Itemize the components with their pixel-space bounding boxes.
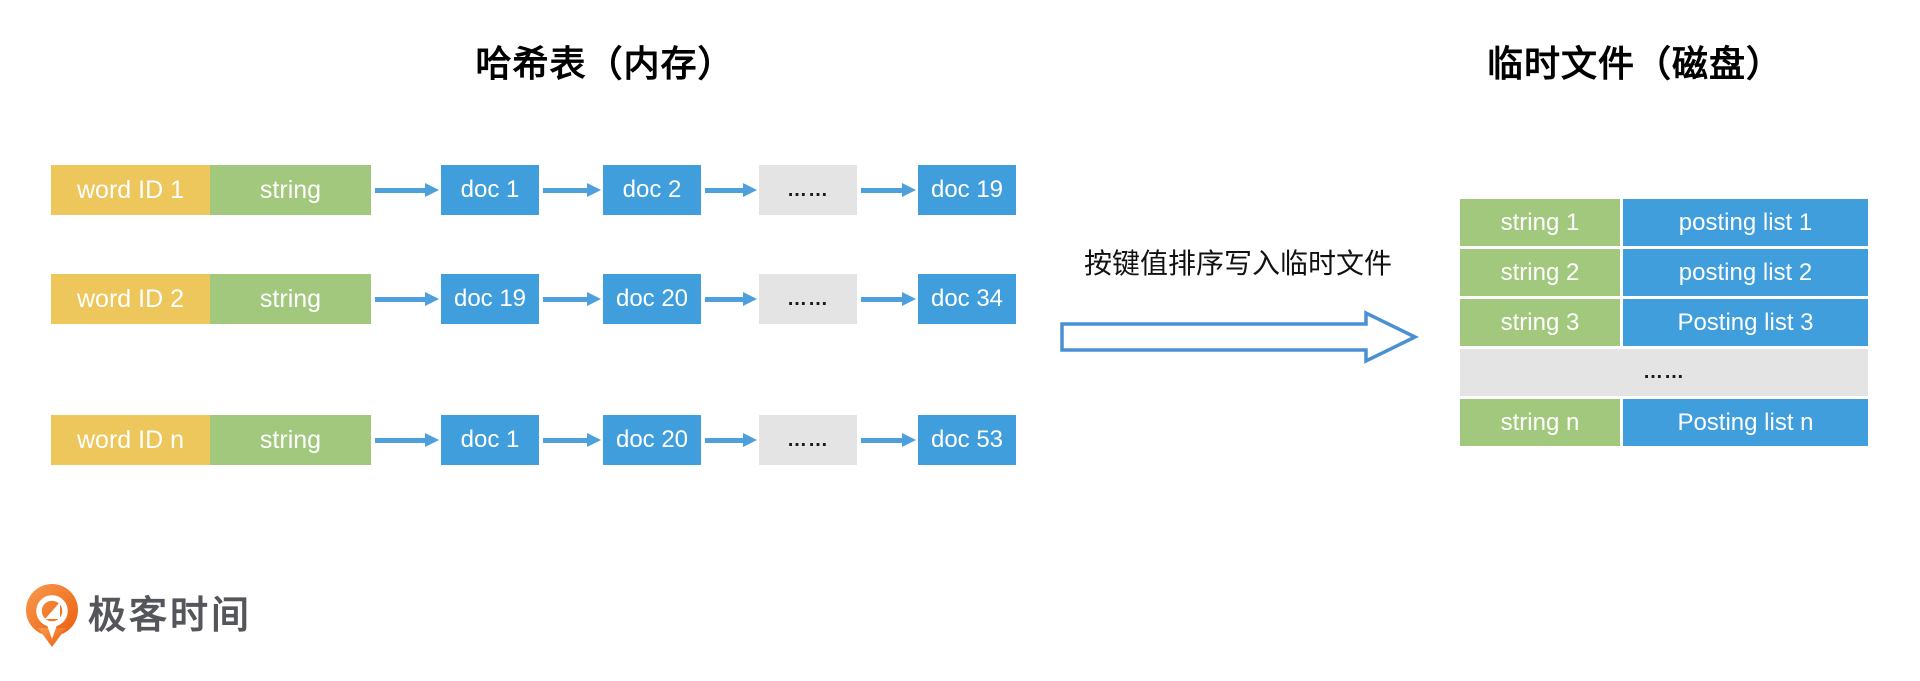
- table-row: string n Posting list n: [1460, 399, 1868, 446]
- geektime-logo: 极客时间: [25, 584, 252, 648]
- hash-row-2: word ID 2 string doc 19 doc 20 …… doc 34: [51, 274, 1017, 324]
- word-id-cell: word ID n: [51, 415, 210, 465]
- table-row: string 3 Posting list 3: [1460, 299, 1868, 346]
- hash-row-n: word ID n string doc 1 doc 20 …… doc 53: [51, 415, 1017, 465]
- transfer-arrow-icon: [1060, 310, 1419, 364]
- link-arrow-icon: [375, 292, 439, 306]
- link-arrow-icon: [375, 433, 439, 447]
- string-cell: string: [210, 415, 371, 465]
- link-arrow-icon: [861, 433, 916, 447]
- string-key-cell: string 2: [1460, 249, 1620, 296]
- doc-node: doc 19: [441, 274, 539, 324]
- link-arrow-icon: [705, 433, 757, 447]
- link-arrow-icon: [861, 183, 916, 197]
- string-key-cell: string n: [1460, 399, 1620, 446]
- string-key-cell: string 3: [1460, 299, 1620, 346]
- string-cell: string: [210, 274, 371, 324]
- table-ellipsis-row: ……: [1460, 349, 1868, 396]
- ellipsis-node: ……: [759, 415, 857, 465]
- hash-row-1: word ID 1 string doc 1 doc 2 …… doc 19: [51, 165, 1017, 215]
- doc-node: doc 2: [603, 165, 701, 215]
- string-key-cell: string 1: [1460, 199, 1620, 246]
- posting-list-cell: Posting list 3: [1623, 299, 1868, 346]
- posting-list-cell: posting list 2: [1623, 249, 1868, 296]
- geektime-pin-icon: [26, 584, 78, 647]
- link-arrow-icon: [705, 292, 757, 306]
- doc-node: doc 19: [918, 165, 1016, 215]
- doc-node: doc 1: [441, 415, 539, 465]
- word-id-cell: word ID 1: [51, 165, 210, 215]
- word-id-cell: word ID 2: [51, 274, 210, 324]
- ellipsis-node: ……: [759, 165, 857, 215]
- logo-text: 极客时间: [88, 595, 253, 637]
- link-arrow-icon: [861, 292, 916, 306]
- temp-file-table: string 1 posting list 1 string 2 posting…: [1460, 199, 1868, 446]
- link-arrow-icon: [543, 183, 601, 197]
- posting-list-cell: posting list 1: [1623, 199, 1868, 246]
- transfer-label: 按键值排序写入临时文件: [1083, 248, 1392, 279]
- doc-node: doc 1: [441, 165, 539, 215]
- doc-node: doc 20: [603, 415, 701, 465]
- link-arrow-icon: [375, 183, 439, 197]
- doc-node: doc 20: [603, 274, 701, 324]
- temp-file-title: 临时文件（磁盘）: [1486, 43, 1783, 84]
- link-arrow-icon: [543, 292, 601, 306]
- ellipsis-node: ……: [759, 274, 857, 324]
- link-arrow-icon: [543, 433, 601, 447]
- hash-table-title: 哈希表（内存）: [475, 43, 735, 84]
- string-cell: string: [210, 165, 371, 215]
- doc-node: doc 34: [918, 274, 1016, 324]
- table-row: string 1 posting list 1: [1460, 199, 1868, 246]
- link-arrow-icon: [705, 183, 757, 197]
- posting-list-cell: Posting list n: [1623, 399, 1868, 446]
- doc-node: doc 53: [918, 415, 1016, 465]
- table-row: string 2 posting list 2: [1460, 249, 1868, 296]
- ellipsis-cell: ……: [1460, 349, 1868, 396]
